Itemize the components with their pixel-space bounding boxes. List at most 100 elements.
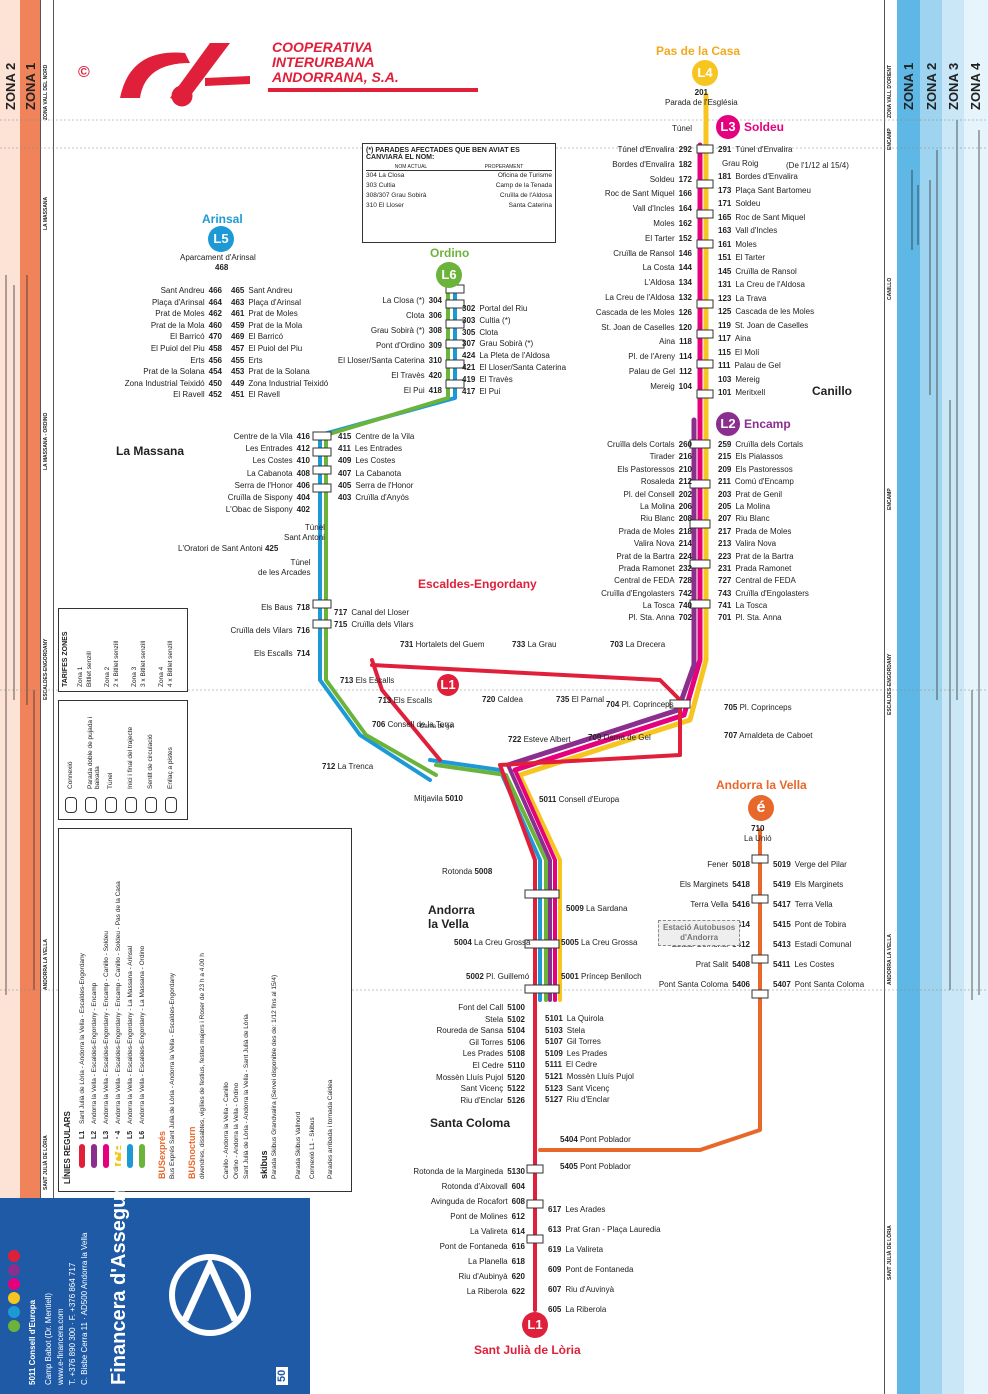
l1-loop-stop-5[interactable]: 735 El Parnal: [556, 695, 604, 705]
stop-l6-left-0[interactable]: La Closa (*)304: [330, 293, 442, 308]
l1-loop-stop-10[interactable]: 705 Pl. Coprinceps: [724, 703, 792, 713]
stop-l6-left-2[interactable]: Grau Sobirà (*)308: [330, 323, 442, 338]
badge-l5[interactable]: L5: [208, 226, 234, 252]
av-center-stop-6[interactable]: 5002 Pl. Guillemó: [466, 972, 529, 982]
av-center-stop-3[interactable]: 5009 La Sardana: [566, 904, 627, 914]
l1-loop-stop-9[interactable]: 709 Dama de Gel: [588, 733, 651, 743]
badge-l1-santjulia[interactable]: L1: [522, 1312, 548, 1338]
badge-l2[interactable]: L2: [716, 412, 740, 436]
l1-loop-stop-13[interactable]: 713 Els Escalls: [378, 696, 432, 706]
l1-loop-stop-12[interactable]: 712 La Trenca: [322, 762, 373, 772]
l1-loop-stop-3[interactable]: 713 Els Escalls: [340, 676, 394, 686]
badge-l6[interactable]: L6: [436, 262, 462, 288]
av-center-stop-1[interactable]: 5011 Consell d'Europa: [539, 795, 619, 805]
l1-loop-stop-2[interactable]: 703 La Drecera: [610, 640, 665, 650]
